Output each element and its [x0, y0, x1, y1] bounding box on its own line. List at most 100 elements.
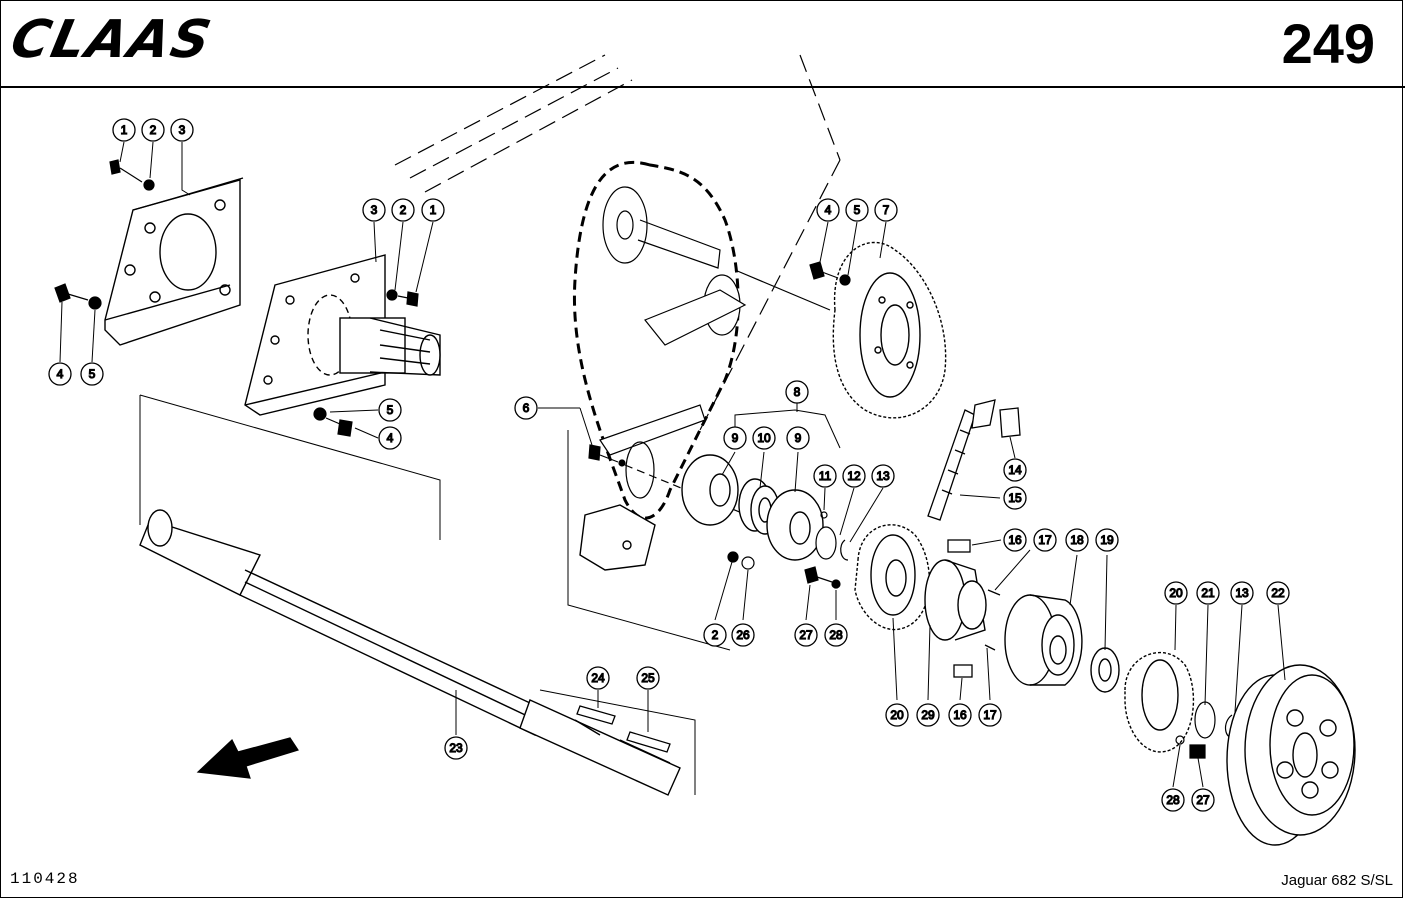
svg-text:5: 5	[387, 403, 394, 417]
callout-9: 9	[723, 426, 747, 450]
callout-28: 28	[1161, 788, 1185, 812]
callout-3: 3	[170, 118, 194, 142]
svg-text:8: 8	[794, 385, 801, 399]
svg-text:12: 12	[847, 469, 861, 483]
svg-text:4: 4	[57, 367, 64, 381]
svg-text:15: 15	[1008, 491, 1022, 505]
callout-17: 17	[1033, 528, 1057, 552]
clutch-housing-18	[1004, 594, 1083, 686]
svg-text:23: 23	[449, 741, 463, 755]
callout-12: 12	[842, 464, 866, 488]
svg-text:26: 26	[736, 628, 750, 642]
svg-text:24: 24	[591, 671, 605, 685]
callout-27: 27	[1191, 788, 1215, 812]
svg-text:27: 27	[1196, 793, 1210, 807]
document-id: 110428	[10, 870, 80, 888]
callout-2: 2	[141, 118, 165, 142]
callout-labels: 1 2 3 4 5 3 2 1 5 4 4 5 7 6 8 9 10 9 11 …	[48, 118, 1290, 812]
svg-text:13: 13	[876, 469, 890, 483]
svg-text:28: 28	[1166, 793, 1180, 807]
bolt-1-upper	[109, 159, 155, 191]
callout-22: 22	[1266, 581, 1290, 605]
callout-5: 5	[378, 398, 402, 422]
svg-text:2: 2	[712, 628, 719, 642]
callout-6: 6	[514, 396, 538, 420]
bolt-4-middle	[313, 407, 353, 437]
callout-10: 10	[752, 426, 776, 450]
svg-text:14: 14	[1008, 463, 1022, 477]
svg-text:21: 21	[1201, 586, 1215, 600]
page-number: 249	[1281, 12, 1375, 75]
circlip-13	[840, 539, 849, 561]
svg-text:20: 20	[890, 708, 904, 722]
callout-5: 5	[80, 362, 104, 386]
bolt-27	[804, 566, 841, 589]
left-bracket	[104, 177, 244, 346]
callout-1: 1	[421, 198, 445, 222]
model-name: Jaguar 682 S/SL	[1281, 872, 1393, 889]
frame-construction-lines	[394, 54, 841, 431]
svg-text:17: 17	[1038, 533, 1052, 547]
svg-text:3: 3	[179, 123, 186, 137]
middle-bracket	[244, 254, 441, 416]
callout-28: 28	[824, 623, 848, 647]
svg-text:5: 5	[854, 203, 861, 217]
svg-text:27: 27	[799, 628, 813, 642]
callout-18: 18	[1065, 528, 1089, 552]
key-25	[626, 731, 671, 753]
callout-29: 29	[916, 703, 940, 727]
callout-19: 19	[1095, 528, 1119, 552]
svg-text:29: 29	[921, 708, 935, 722]
callout-17: 17	[978, 703, 1002, 727]
svg-text:10: 10	[757, 431, 771, 445]
svg-text:13: 13	[1235, 586, 1249, 600]
pulley-22	[1226, 664, 1356, 846]
collar-12	[815, 526, 837, 560]
svg-text:4: 4	[825, 203, 832, 217]
pins-16-17	[947, 539, 1001, 678]
svg-text:4: 4	[387, 431, 394, 445]
callout-16: 16	[1003, 528, 1027, 552]
chain-15	[927, 409, 976, 521]
svg-text:1: 1	[121, 123, 128, 137]
shaft-leader-box	[139, 394, 696, 795]
svg-text:1: 1	[430, 203, 437, 217]
svg-text:6: 6	[523, 401, 530, 415]
svg-text:9: 9	[732, 431, 739, 445]
callout-21: 21	[1196, 581, 1220, 605]
callout-25: 25	[636, 666, 660, 690]
leader-lines	[59, 141, 1286, 788]
svg-text:5: 5	[89, 367, 96, 381]
callout-9: 9	[786, 426, 810, 450]
flange-plate-9a	[681, 454, 739, 526]
grub-screw-11	[820, 511, 828, 519]
svg-text:2: 2	[150, 123, 157, 137]
bolt-1-middle	[386, 289, 419, 307]
svg-text:28: 28	[829, 628, 843, 642]
callout-7: 7	[874, 198, 898, 222]
callout-11: 11	[813, 464, 837, 488]
sprocket-axis-line	[734, 269, 831, 311]
callout-20: 20	[1164, 581, 1188, 605]
flange-plate-9b	[766, 489, 824, 561]
callout-16: 16	[948, 703, 972, 727]
svg-text:18: 18	[1070, 533, 1084, 547]
svg-text:17: 17	[983, 708, 997, 722]
bolt-4-left	[54, 283, 102, 310]
mount-block	[579, 504, 656, 571]
callout-3: 3	[362, 198, 386, 222]
tensioner-sprocket	[644, 274, 747, 346]
callout-20: 20	[885, 703, 909, 727]
svg-text:9: 9	[795, 431, 802, 445]
svg-text:25: 25	[641, 671, 655, 685]
bolt-27b	[1175, 735, 1206, 759]
svg-text:19: 19	[1100, 533, 1114, 547]
callout-26: 26	[731, 623, 755, 647]
bearing-10	[738, 478, 780, 535]
drive-shaft	[139, 509, 681, 796]
callout-1: 1	[112, 118, 136, 142]
callout-15: 15	[1003, 486, 1027, 510]
callout-4: 4	[816, 198, 840, 222]
bolt-4-sprocket	[809, 261, 851, 286]
callout-24: 24	[586, 666, 610, 690]
